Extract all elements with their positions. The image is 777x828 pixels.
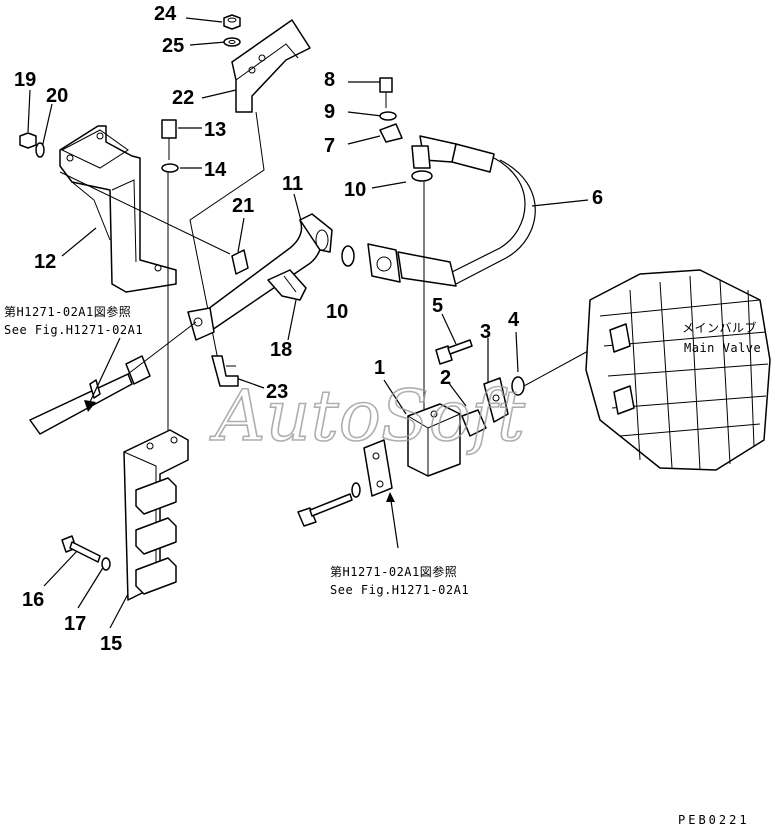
label-2: 2: [440, 367, 451, 389]
block-3: [483, 377, 509, 423]
o-ring-10b: [341, 245, 355, 267]
guide-line-2: [59, 171, 231, 255]
ref-bottom-jp: 第H1271-02A1図参照: [330, 564, 457, 579]
pipe-11: [187, 213, 333, 341]
guide-line: [189, 111, 265, 361]
clip-21: [231, 249, 249, 275]
label-1: 1: [374, 357, 385, 379]
o-ring-10a: [411, 170, 433, 182]
label-11: 11: [282, 173, 303, 195]
hose-6: [367, 135, 536, 287]
label-13: 13: [204, 119, 226, 141]
label-15: 15: [100, 633, 122, 655]
ref-arrow-bottom: [389, 493, 399, 549]
reference-notes: 第H1271-02A1図参照 See Fig.H1271-02A1 第H1271…: [4, 304, 761, 597]
label-6: 6: [592, 187, 603, 209]
label-19: 19: [14, 69, 36, 91]
main-valve: [585, 269, 771, 471]
label-25: 25: [162, 35, 184, 57]
ref-left-en: See Fig.H1271-02A1: [4, 323, 143, 337]
washer-17: [101, 557, 111, 571]
main-valve-jp: メインバルブ: [682, 320, 757, 335]
bracket-12: [59, 125, 177, 293]
lower-plate: [363, 439, 393, 497]
nut-19: [19, 132, 37, 149]
label-22: 22: [172, 87, 194, 109]
washer-9: [379, 111, 397, 121]
label-23: 23: [266, 381, 288, 403]
main-valve-en: Main Valve: [684, 341, 761, 355]
label-17: 17: [64, 613, 86, 635]
bracket-15: [123, 429, 189, 601]
fitting-18: [267, 269, 307, 301]
plate-2: [461, 409, 487, 437]
ref-bottom-en: See Fig.H1271-02A1: [330, 583, 469, 597]
ref-left-jp: 第H1271-02A1図参照: [4, 304, 131, 319]
label-7: 7: [324, 135, 335, 157]
cover-plate-22: [231, 19, 311, 113]
part-labels: 24 25 22 19 20 13 14 12 11 21 18 23 8 9 …: [14, 3, 603, 655]
watermark: AutoSoft: [209, 375, 526, 457]
label-3: 3: [480, 321, 491, 343]
label-14: 14: [204, 159, 227, 181]
label-18: 18: [270, 339, 292, 361]
bolt-13: [161, 119, 177, 160]
label-4: 4: [508, 309, 520, 331]
label-24: 24: [154, 3, 177, 25]
washer-20: [35, 142, 45, 158]
bolt-16: [61, 535, 101, 563]
label-20: 20: [46, 85, 68, 107]
label-10a: 10: [344, 179, 366, 201]
bolt-5: [435, 339, 473, 365]
washer-25: [223, 37, 241, 47]
reference-shaft-left: [29, 321, 197, 435]
label-5: 5: [432, 295, 443, 317]
washer-14: [161, 163, 179, 173]
label-9: 9: [324, 101, 335, 123]
elbow-23: [211, 355, 239, 387]
label-12: 12: [34, 251, 56, 273]
valve-block-1: [407, 403, 461, 477]
clamp-7: [379, 123, 403, 143]
ref-arrow-left: [89, 337, 121, 403]
label-16: 16: [22, 589, 44, 611]
center-line-right: [523, 349, 591, 387]
lower-bolt: [297, 482, 361, 527]
label-8: 8: [324, 69, 335, 91]
label-10b: 10: [326, 301, 348, 323]
bolt-8: [379, 77, 393, 108]
nut-24: [223, 14, 241, 30]
page-code: PEB0221: [678, 813, 750, 827]
label-21: 21: [232, 195, 254, 217]
